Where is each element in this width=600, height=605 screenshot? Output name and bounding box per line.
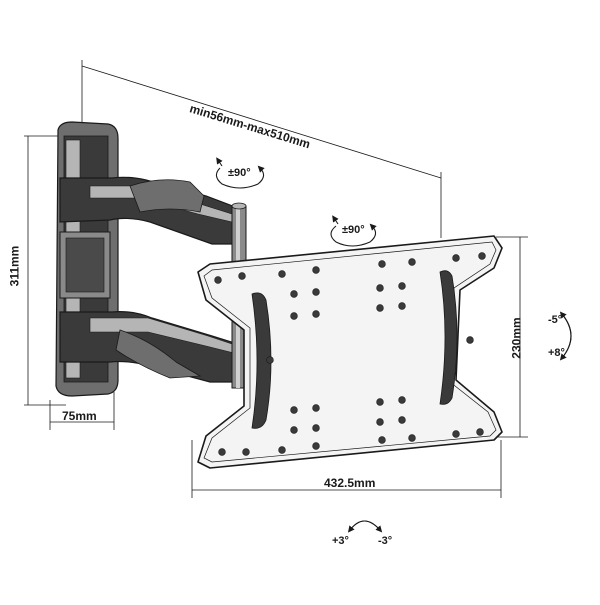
dimension-lines <box>24 60 528 498</box>
vesa-hole <box>398 282 406 290</box>
upper-arm <box>59 176 241 245</box>
vesa-hole <box>290 312 298 320</box>
vesa-hole <box>376 418 384 426</box>
vesa-hole <box>290 290 298 298</box>
level-minus-label: -3° <box>378 535 393 547</box>
vesa-hole <box>278 270 286 278</box>
vesa-hole <box>312 442 320 450</box>
mount-height-label: 311mm <box>7 245 22 287</box>
vesa-hole <box>452 254 460 262</box>
vesa-hole <box>478 252 486 260</box>
right-mounting-slot <box>439 270 458 405</box>
extension-dimension-line <box>81 65 442 179</box>
rotation-arrows <box>215 157 572 533</box>
vesa-hole <box>466 336 474 344</box>
vesa-holes <box>214 252 486 456</box>
arm-swivel-label: ±90° <box>228 167 251 179</box>
vesa-hole <box>266 356 274 364</box>
vesa-hole <box>476 428 484 436</box>
vesa-hole <box>398 302 406 310</box>
vesa-hole <box>242 448 250 456</box>
level-plus-label: +3° <box>332 535 349 547</box>
tilt-up-label: +8° <box>548 347 565 359</box>
vesa-hole <box>312 288 320 296</box>
vesa-hole <box>238 272 246 280</box>
vesa-hole <box>398 396 406 404</box>
vesa-hole <box>290 426 298 434</box>
vesa-hole <box>376 284 384 292</box>
vesa-hole <box>408 434 416 442</box>
vesa-hole <box>376 304 384 312</box>
vesa-hole <box>214 276 222 284</box>
plate-swivel-arrow-icon <box>330 223 377 247</box>
vesa-hole <box>312 404 320 412</box>
vesa-hole <box>312 310 320 318</box>
vesa-hole <box>378 260 386 268</box>
plate-width-label: 432.5mm <box>324 476 376 490</box>
vesa-hole <box>452 430 460 438</box>
vesa-plate <box>197 235 503 469</box>
vesa-hole <box>312 424 320 432</box>
vesa-hole <box>312 266 320 274</box>
vesa-hole <box>408 258 416 266</box>
vesa-hole <box>378 436 386 444</box>
plate-swivel-label: ±90° <box>342 224 365 236</box>
vesa-hole <box>218 448 226 456</box>
tilt-down-label: -5° <box>548 314 563 326</box>
arm-swivel-arrow-icon <box>215 165 265 189</box>
plate-height-label: 230mm <box>509 317 524 359</box>
vesa-hole <box>376 398 384 406</box>
vesa-hole <box>290 406 298 414</box>
vesa-hole <box>278 446 286 454</box>
vesa-hole <box>398 416 406 424</box>
wall-plate-depth-label: 75mm <box>62 409 97 423</box>
left-mounting-slot <box>251 292 272 429</box>
